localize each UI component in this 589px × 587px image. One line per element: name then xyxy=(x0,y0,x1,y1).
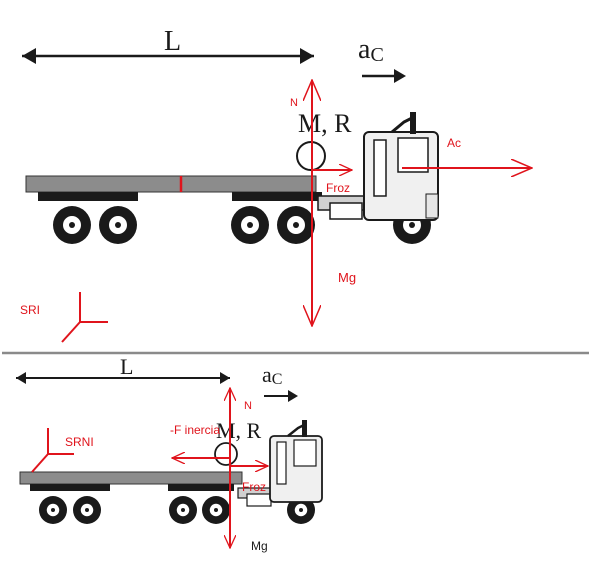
bottom-wheels xyxy=(39,496,315,524)
bottom-acceleration: aC xyxy=(262,362,298,402)
bottom-forces: N -F inercia Froz Mg xyxy=(170,388,268,553)
wheel xyxy=(99,206,137,244)
bottom-mass-circle xyxy=(214,442,238,466)
bottom-friction-label: Froz xyxy=(242,480,266,494)
top-accel-subscript: C xyxy=(370,44,383,66)
wheel xyxy=(287,496,315,524)
bottom-reference-frame: SRNI xyxy=(31,428,94,473)
top-truck-cab xyxy=(317,112,439,221)
svg-text:aC: aC xyxy=(262,362,282,388)
bottom-normal-label: N xyxy=(244,400,252,412)
top-trailer xyxy=(25,175,322,201)
top-reference-frame: SRI xyxy=(20,292,108,343)
wheel xyxy=(39,496,67,524)
top-scene: L aC xyxy=(20,26,532,343)
bottom-inertial-label: -F inercia xyxy=(170,423,220,437)
bottom-mass-label: M, R xyxy=(216,418,262,443)
top-length-dimension: L xyxy=(22,26,314,64)
top-acceleration: aC xyxy=(358,34,406,83)
top-mass-label: M, R xyxy=(298,109,352,138)
bottom-truck-cab xyxy=(237,420,323,507)
top-accel-force-label: Ac xyxy=(447,136,461,150)
top-accel-label: a xyxy=(358,34,371,65)
bottom-scene: L aC xyxy=(16,354,323,553)
top-normal-label: N xyxy=(290,97,298,109)
top-accel-arrowhead xyxy=(394,69,406,83)
bottom-accel-subscript: C xyxy=(272,371,283,388)
bottom-trailer xyxy=(19,471,243,491)
top-forces: N Froz Ac Mg xyxy=(290,80,532,326)
bottom-weight-label: Mg xyxy=(251,539,268,553)
wheel xyxy=(231,206,269,244)
wheel xyxy=(202,496,230,524)
wheel xyxy=(277,206,315,244)
wheel xyxy=(53,206,91,244)
top-frame-label: SRI xyxy=(20,303,40,317)
top-weight-label: Mg xyxy=(338,270,356,285)
bottom-frame-label: SRNI xyxy=(65,435,94,449)
top-friction-label: Froz xyxy=(326,181,350,195)
bottom-length-label: L xyxy=(120,354,133,379)
top-length-label: L xyxy=(164,26,181,57)
bottom-accel-label: a xyxy=(262,362,272,387)
wheel xyxy=(73,496,101,524)
svg-text:aC: aC xyxy=(358,34,384,66)
bottom-length-dimension: L xyxy=(16,354,230,384)
wheel xyxy=(169,496,197,524)
